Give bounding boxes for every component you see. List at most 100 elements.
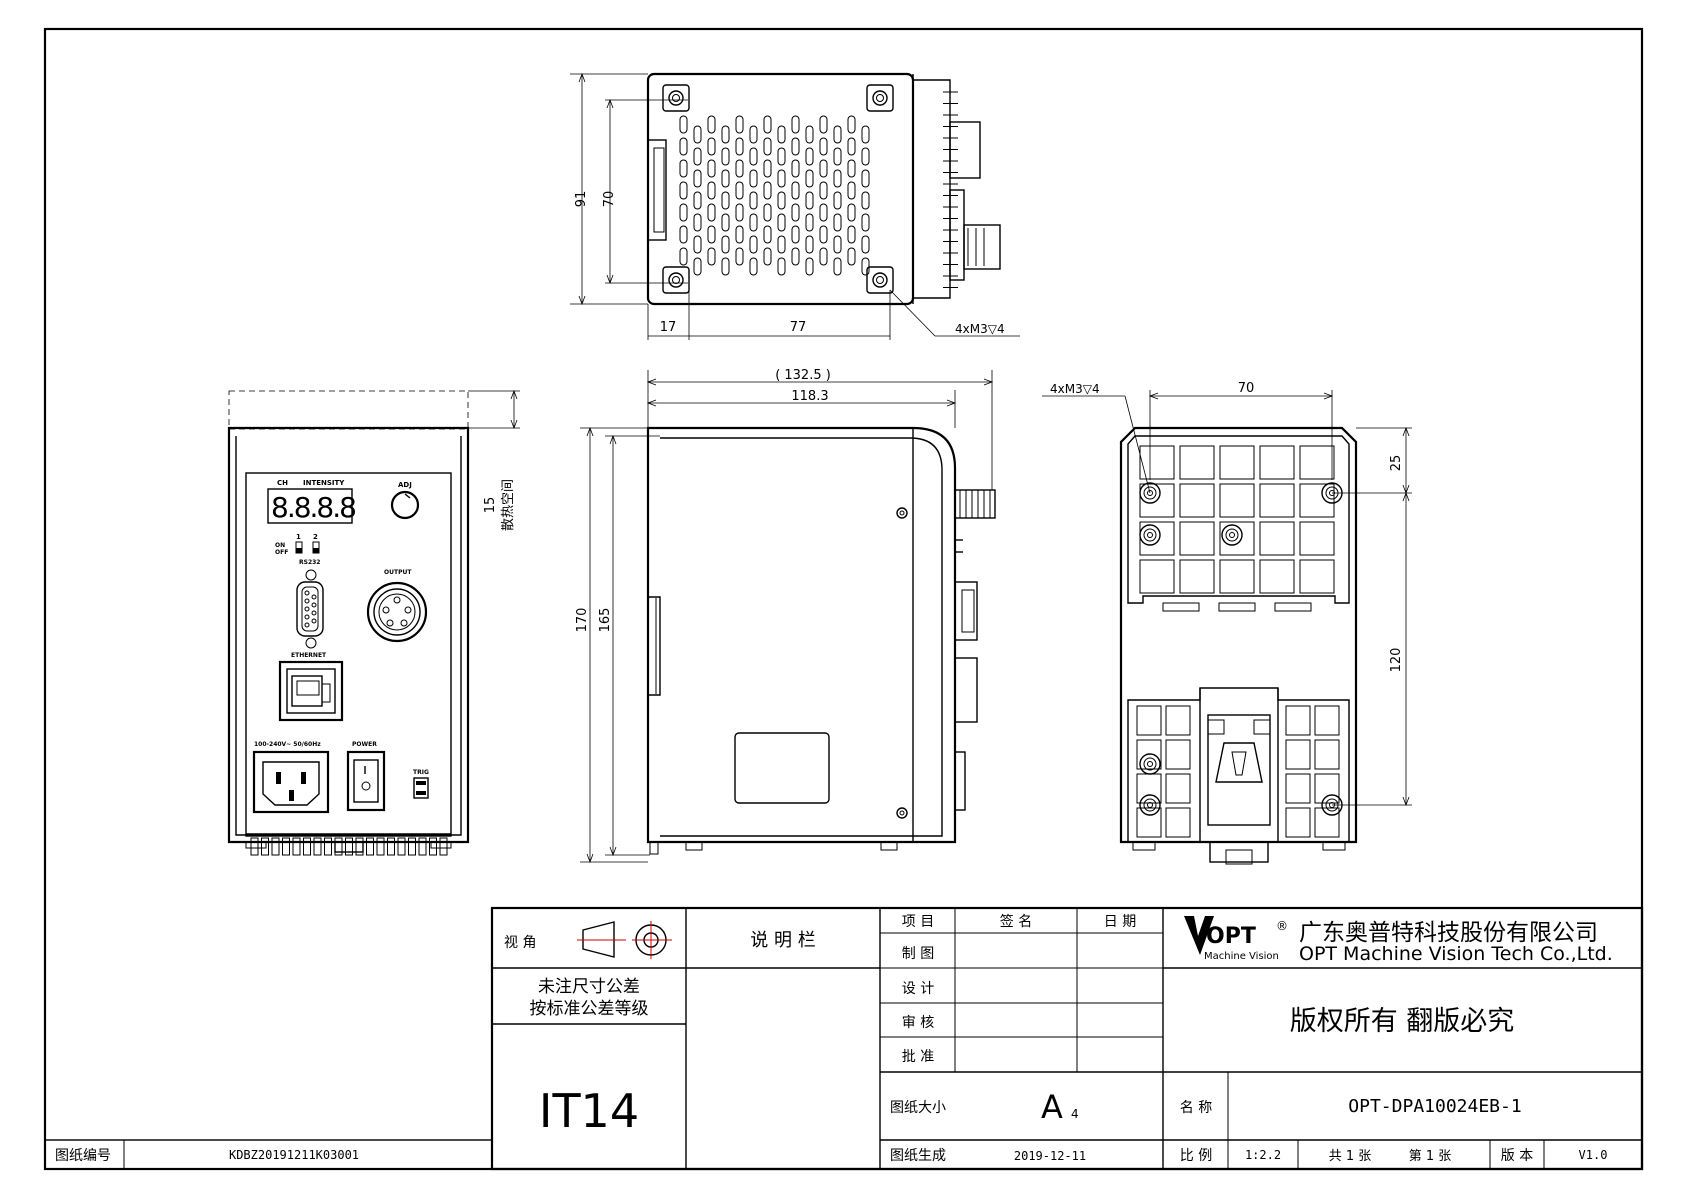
vent-slot — [679, 137, 688, 156]
front-view: CH INTENSITY 8.8.8.8 ADJ 1 2 ON OFF RS23… — [227, 389, 520, 856]
vent-slot — [833, 213, 842, 232]
notes-label: 说 明 栏 — [750, 930, 815, 951]
bottom-vent — [292, 837, 301, 856]
front-off-label: OFF — [275, 549, 288, 556]
rib-cell — [1139, 445, 1175, 480]
bottom-vent — [324, 837, 332, 856]
vent-slot — [721, 191, 730, 210]
vent-slot — [805, 147, 814, 166]
rs232-pin — [311, 594, 317, 600]
rib-cell — [1259, 445, 1295, 480]
vent-slot — [777, 235, 786, 254]
rs232-pin — [311, 618, 317, 624]
dim-top-height-inner: 70 — [602, 191, 617, 208]
rib-cell — [1259, 483, 1295, 518]
rib-cell — [1165, 705, 1191, 736]
top-view: 91 70 17 77 4xM3▽4 — [570, 72, 1020, 340]
rs232-pin — [311, 610, 317, 616]
tolerance-line2: 按标准公差等级 — [530, 999, 649, 1019]
rib-cell — [1285, 705, 1311, 736]
rib-cell — [1136, 705, 1162, 736]
vent-slot — [819, 115, 828, 134]
vent-slot — [861, 125, 870, 144]
rs232-pin — [304, 590, 310, 596]
vent-slot — [777, 125, 786, 144]
bottom-vent — [366, 837, 374, 856]
vent-slot — [721, 125, 730, 144]
vent-slot — [805, 257, 814, 276]
bottom-vent — [387, 837, 395, 856]
dim-top-height-outer: 91 — [574, 191, 589, 208]
vent-slot — [735, 247, 744, 266]
rib-cell — [1179, 445, 1215, 480]
vent-slot — [735, 115, 744, 134]
rib-cell — [1299, 483, 1335, 518]
vent-slot — [693, 191, 702, 210]
vent-slot — [763, 247, 772, 266]
vent-slot — [763, 181, 772, 200]
vent-slot — [679, 115, 688, 134]
rib-cell — [1259, 559, 1295, 594]
vent-slot — [707, 203, 716, 222]
item-label: 项 目 — [902, 914, 934, 930]
vent-slot — [819, 247, 828, 266]
logo-subtext: Machine Vision — [1204, 951, 1279, 962]
draw-label: 制 图 — [902, 946, 934, 962]
vent-slot — [777, 191, 786, 210]
bottom-vent — [250, 837, 259, 856]
vent-slot — [777, 257, 786, 276]
dim-back-holes: 4xM3▽4 — [1050, 382, 1100, 396]
paper-size-sub: 4 — [1071, 1107, 1079, 1121]
rs232-pin — [311, 602, 317, 608]
tolerance-line1: 未注尺寸公差 — [538, 977, 640, 997]
vent-slot — [833, 125, 842, 144]
tolerance-grade: IT14 — [539, 1084, 639, 1138]
front-ethernet-label: ETHERNET — [291, 652, 327, 659]
mount-pad — [662, 266, 690, 294]
screw-hole-inner — [1143, 757, 1157, 771]
mount-hole — [872, 272, 888, 288]
bottom-vent — [261, 837, 269, 856]
front-clearance-value: 15 — [483, 497, 498, 514]
vent-slot — [791, 225, 800, 244]
vent-slot — [791, 115, 800, 134]
version-label: 版 本 — [1501, 1148, 1533, 1164]
bottom-vent — [271, 837, 280, 856]
back-view: 70 4xM3▽4 25 120 — [1042, 381, 1412, 865]
mount-hole-inner — [876, 276, 884, 284]
vent-slot — [805, 213, 814, 232]
vent-slot — [707, 115, 716, 134]
sign-label: 签 名 — [1000, 913, 1032, 930]
rib-cell — [1314, 705, 1340, 736]
vent-slot — [847, 203, 856, 222]
front-output-label: OUTPUT — [384, 569, 412, 576]
screw-hole-center — [1147, 761, 1153, 767]
vent-slot — [693, 147, 702, 166]
front-on-label: ON — [275, 542, 285, 549]
vent-slot — [693, 169, 702, 188]
vent-slot — [763, 203, 772, 222]
rib-cell — [1136, 807, 1162, 838]
vent-slot — [833, 147, 842, 166]
vent-slot — [777, 213, 786, 232]
bottom-vent — [345, 837, 353, 856]
dim-side-width-outer: ( 132.5 ) — [775, 368, 831, 383]
vent-slot — [791, 247, 800, 266]
name-label: 名 称 — [1180, 1100, 1212, 1116]
review-label: 审 核 — [902, 1015, 934, 1031]
mount-pad — [662, 84, 690, 112]
vent-slot — [819, 203, 828, 222]
vent-slot — [861, 191, 870, 210]
vent-slot — [749, 191, 758, 210]
screw-hole-inner — [1143, 528, 1157, 542]
sheet-number: 第 1 张 — [1409, 1149, 1452, 1164]
bottom-vent — [397, 837, 406, 856]
screw-hole — [1139, 482, 1161, 504]
screw-hole-center — [1147, 802, 1153, 808]
rib-notch — [1218, 602, 1256, 612]
vent-slot — [847, 115, 856, 134]
mount-hole-inner — [672, 94, 680, 102]
vent-slot — [861, 169, 870, 188]
front-ch-label: CH — [277, 479, 288, 487]
rib-cell — [1219, 445, 1255, 480]
